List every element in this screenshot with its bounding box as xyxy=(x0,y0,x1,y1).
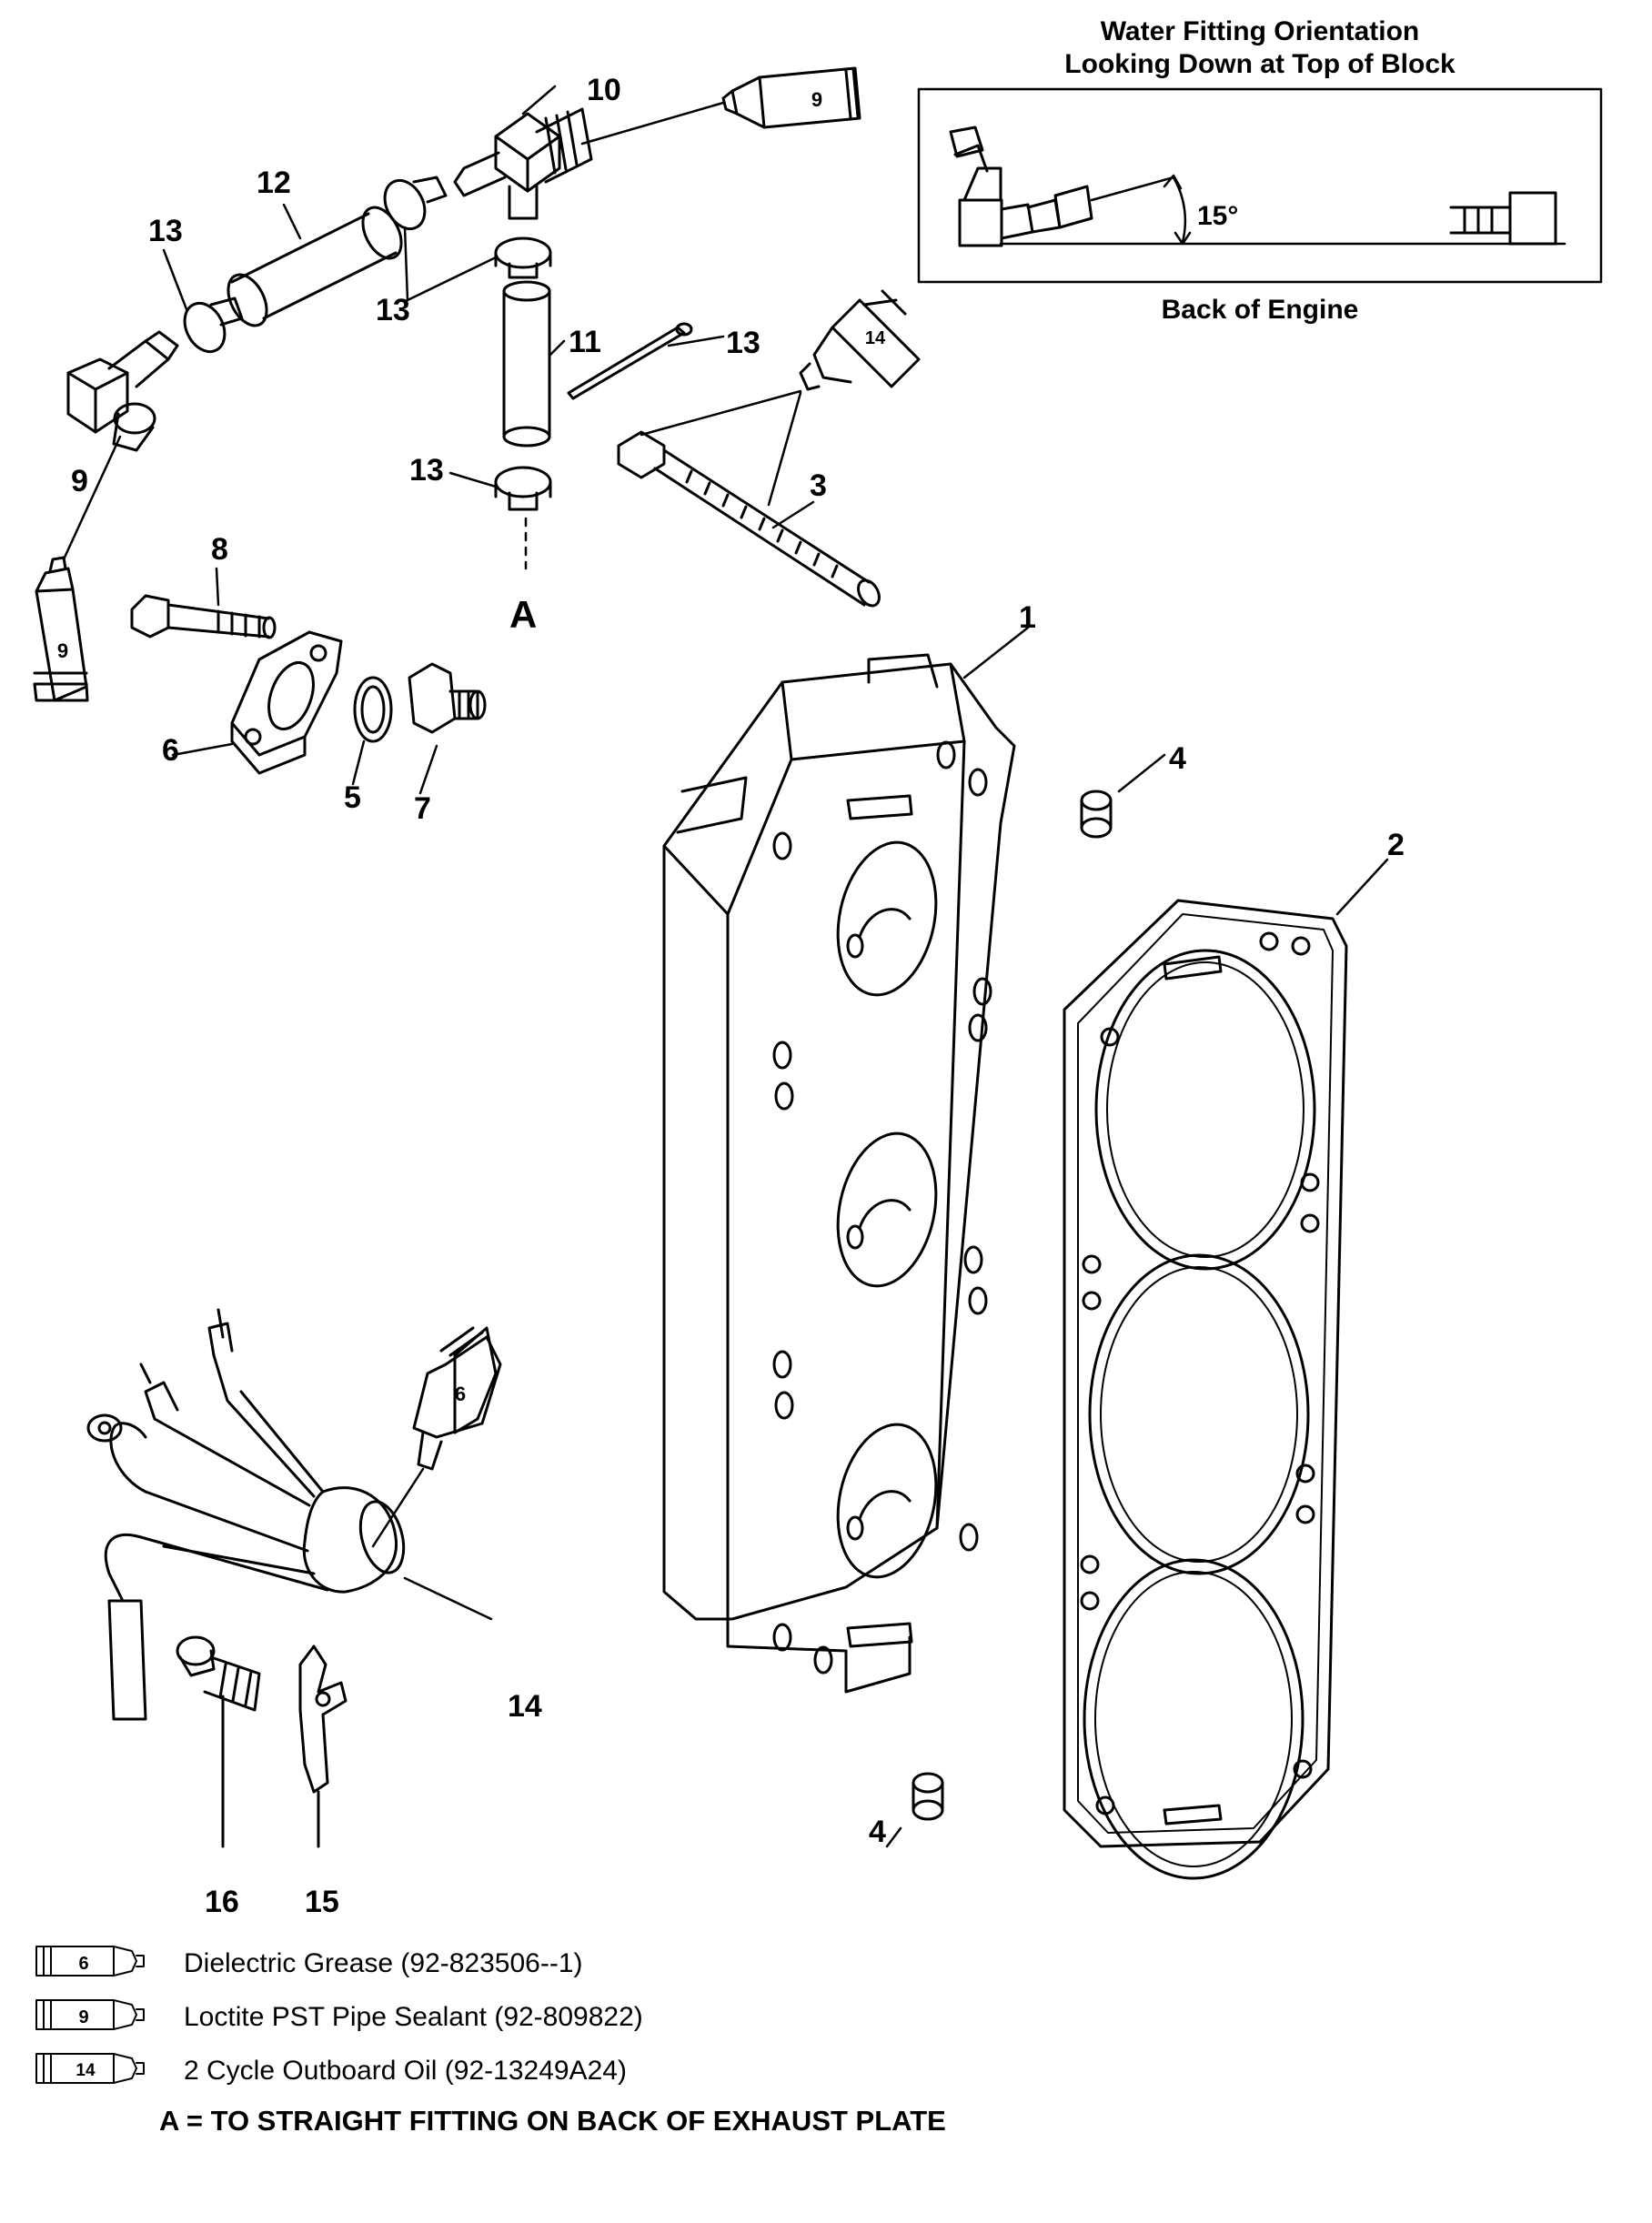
callout-13-left: 13 xyxy=(148,214,183,248)
straight-fitting-icon xyxy=(1449,191,1557,246)
grease-tube-6 xyxy=(412,1326,502,1471)
legend-tube-9-icon xyxy=(35,1999,145,2030)
angle-label: 15° xyxy=(1197,201,1238,231)
callout-9: 9 xyxy=(71,464,88,498)
tube-label-9-left: 9 xyxy=(57,639,68,662)
inset-caption: Back of Engine xyxy=(1162,295,1359,325)
callout-16: 16 xyxy=(205,1885,239,1919)
cotter-pin-part xyxy=(567,322,693,400)
legend-tube-label-9: 9 xyxy=(78,2007,88,2027)
footnote: A = TO STRAIGHT FITTING ON BACK OF EXHAU… xyxy=(159,2105,946,2137)
cylinder-head-part xyxy=(662,653,1016,1694)
legend: 6 Dielectric Grease (92-823506--1) 9 Loc… xyxy=(35,1946,643,2086)
inset-water-fitting: Water Fitting Orientation Looking Down a… xyxy=(917,16,1603,325)
clamp-upper-part xyxy=(383,176,448,231)
hose-11-part xyxy=(502,280,551,448)
bolt-8-part xyxy=(130,594,277,639)
oil-tube-14 xyxy=(799,289,921,391)
legend-text-9: Loctite PST Pipe Sealant (92-809822) xyxy=(184,2002,643,2032)
callout-15: 15 xyxy=(305,1885,339,1919)
sealant-tube-9-left xyxy=(33,556,89,702)
tube-label-14: 14 xyxy=(865,328,886,348)
callout-a: A xyxy=(509,593,537,636)
washer-5-part xyxy=(353,676,393,743)
callout-7: 7 xyxy=(414,791,431,826)
bolt-3-part xyxy=(617,430,881,608)
hose-12-part xyxy=(227,206,403,327)
bracket-15-part xyxy=(298,1645,348,1794)
head-gasket-part xyxy=(1063,899,1348,1880)
legend-tube-6-icon xyxy=(35,1946,145,1977)
inset-title-line2: Looking Down at Top of Block xyxy=(1064,49,1456,79)
callout-13-lower: 13 xyxy=(409,453,444,488)
elbow-fitting-icon xyxy=(949,126,1093,247)
callout-11: 11 xyxy=(569,325,601,359)
callout-13-pin: 13 xyxy=(726,326,761,360)
callout-4-lower: 4 xyxy=(869,1815,886,1849)
callout-1: 1 xyxy=(1019,600,1036,635)
elbow-fitting-9-part xyxy=(66,330,179,452)
clamp-left-part xyxy=(183,297,244,354)
legend-text-14: 2 Cycle Outboard Oil (92-13249A24) xyxy=(184,2056,627,2086)
callout-labels: 1 2 3 4 4 5 6 7 8 9 10 11 12 13 13 13 13… xyxy=(71,73,1405,1919)
callout-2: 2 xyxy=(1387,828,1405,862)
legend-tube-label-6: 6 xyxy=(78,1954,88,1974)
callout-5: 5 xyxy=(344,780,361,815)
tee-fitting-part xyxy=(453,107,593,220)
straight-fitting-7-part xyxy=(408,662,487,734)
callout-3: 3 xyxy=(810,468,827,503)
dowel-pin-4-upper xyxy=(1080,790,1113,839)
clamp-lower-part xyxy=(494,466,552,511)
callout-6: 6 xyxy=(162,733,179,768)
mounting-plate-6-part xyxy=(230,630,343,775)
sealant-tube-9-top xyxy=(721,66,861,129)
callout-12: 12 xyxy=(257,166,291,200)
inset-frame xyxy=(917,87,1603,284)
callout-13-middle: 13 xyxy=(376,293,410,327)
callout-10: 10 xyxy=(587,73,621,107)
dowel-pin-4-lower xyxy=(912,1772,944,1821)
legend-text-6: Dielectric Grease (92-823506--1) xyxy=(184,1948,583,1978)
callout-14: 14 xyxy=(508,1689,542,1724)
callout-8: 8 xyxy=(211,532,228,567)
clamp-middle-part xyxy=(494,236,552,279)
callout-4-upper: 4 xyxy=(1169,741,1186,776)
screw-16-part xyxy=(176,1635,261,1712)
tube-label-6: 6 xyxy=(455,1383,466,1405)
callout-leaders xyxy=(162,85,815,795)
legend-tube-label-14: 14 xyxy=(76,2061,96,2080)
tube-label-9-top: 9 xyxy=(811,88,822,111)
wiring-harness-part xyxy=(86,1308,406,1721)
inset-title-line1: Water Fitting Orientation xyxy=(1101,16,1420,46)
legend-tube-14-icon xyxy=(35,2053,145,2084)
